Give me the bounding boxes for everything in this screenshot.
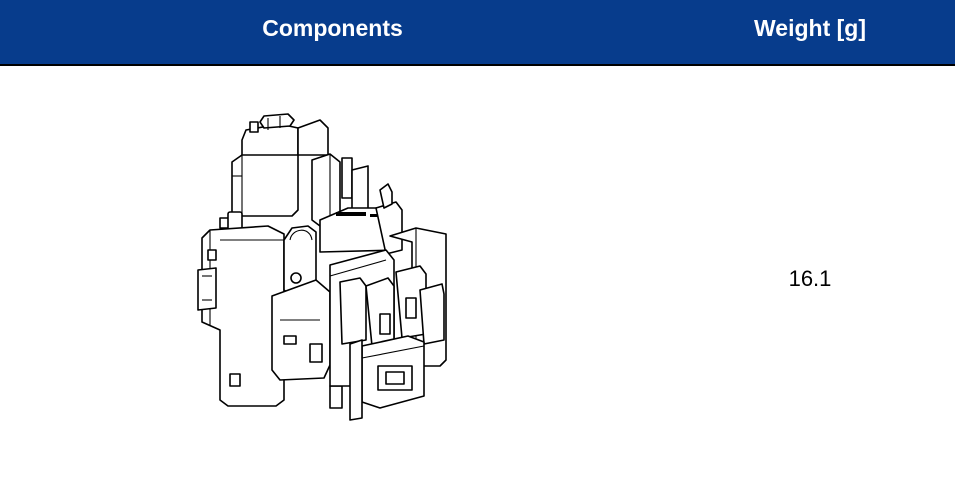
weight-column-header: Weight [g] xyxy=(754,15,866,41)
components-column-header: Components xyxy=(262,15,403,41)
component-weight-value: 16.1 xyxy=(788,266,832,291)
table-header: Components Weight [g] xyxy=(0,0,955,66)
relay-housing-drawing-icon xyxy=(180,100,470,435)
